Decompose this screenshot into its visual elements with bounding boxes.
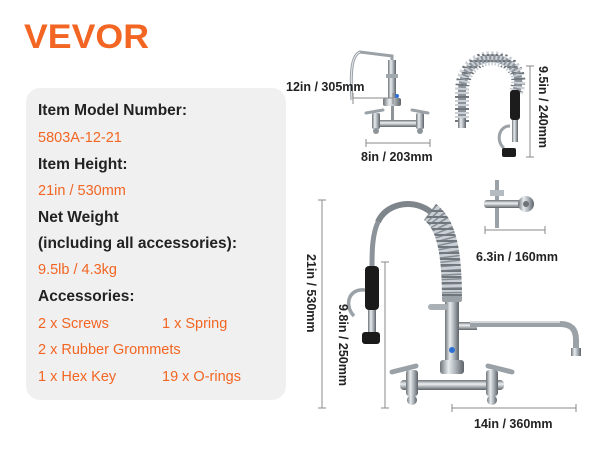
spray-hose-icon [455,51,526,157]
height-label: Item Height: [38,156,128,173]
sprayer-height-label: 9.8in / 250mm [336,304,350,386]
faucet-base-width-label: 8in / 203mm [361,150,433,164]
accessory-screws: 2 x Screws [38,316,109,332]
faucet-top-width-label: 12in / 305mm [286,80,365,94]
weight-label-note: (including all accessories): [38,235,237,252]
height-value: 21in / 530mm [38,183,126,199]
wall-bracket-icon [484,180,534,228]
accessory-spring: 1 x Spring [162,316,228,332]
accessories-label: Accessories: [38,288,135,305]
accessory-grommets: 2 x Rubber Grommets [38,342,181,358]
vevor-logo: VEVOR [24,18,149,56]
small-faucet-icon [349,50,430,134]
weight-label: Net Weight [38,209,119,226]
hose-height-label: 9.5in / 240mm [536,66,550,148]
main-faucet-icon [346,201,581,405]
model-value: 5803A-12-21 [38,130,122,146]
main-height-label: 21in / 530mm [304,254,318,333]
spec-card [26,88,286,400]
bracket-width-label: 6.3in / 160mm [476,250,558,264]
accessory-hex-key: 1 x Hex Key [38,369,117,385]
accessory-o-rings: 19 x O-rings [162,369,241,385]
model-label: Item Model Number: [38,102,187,119]
main-width-label: 14in / 360mm [474,417,553,431]
weight-value: 9.5lb / 4.3kg [38,262,117,278]
